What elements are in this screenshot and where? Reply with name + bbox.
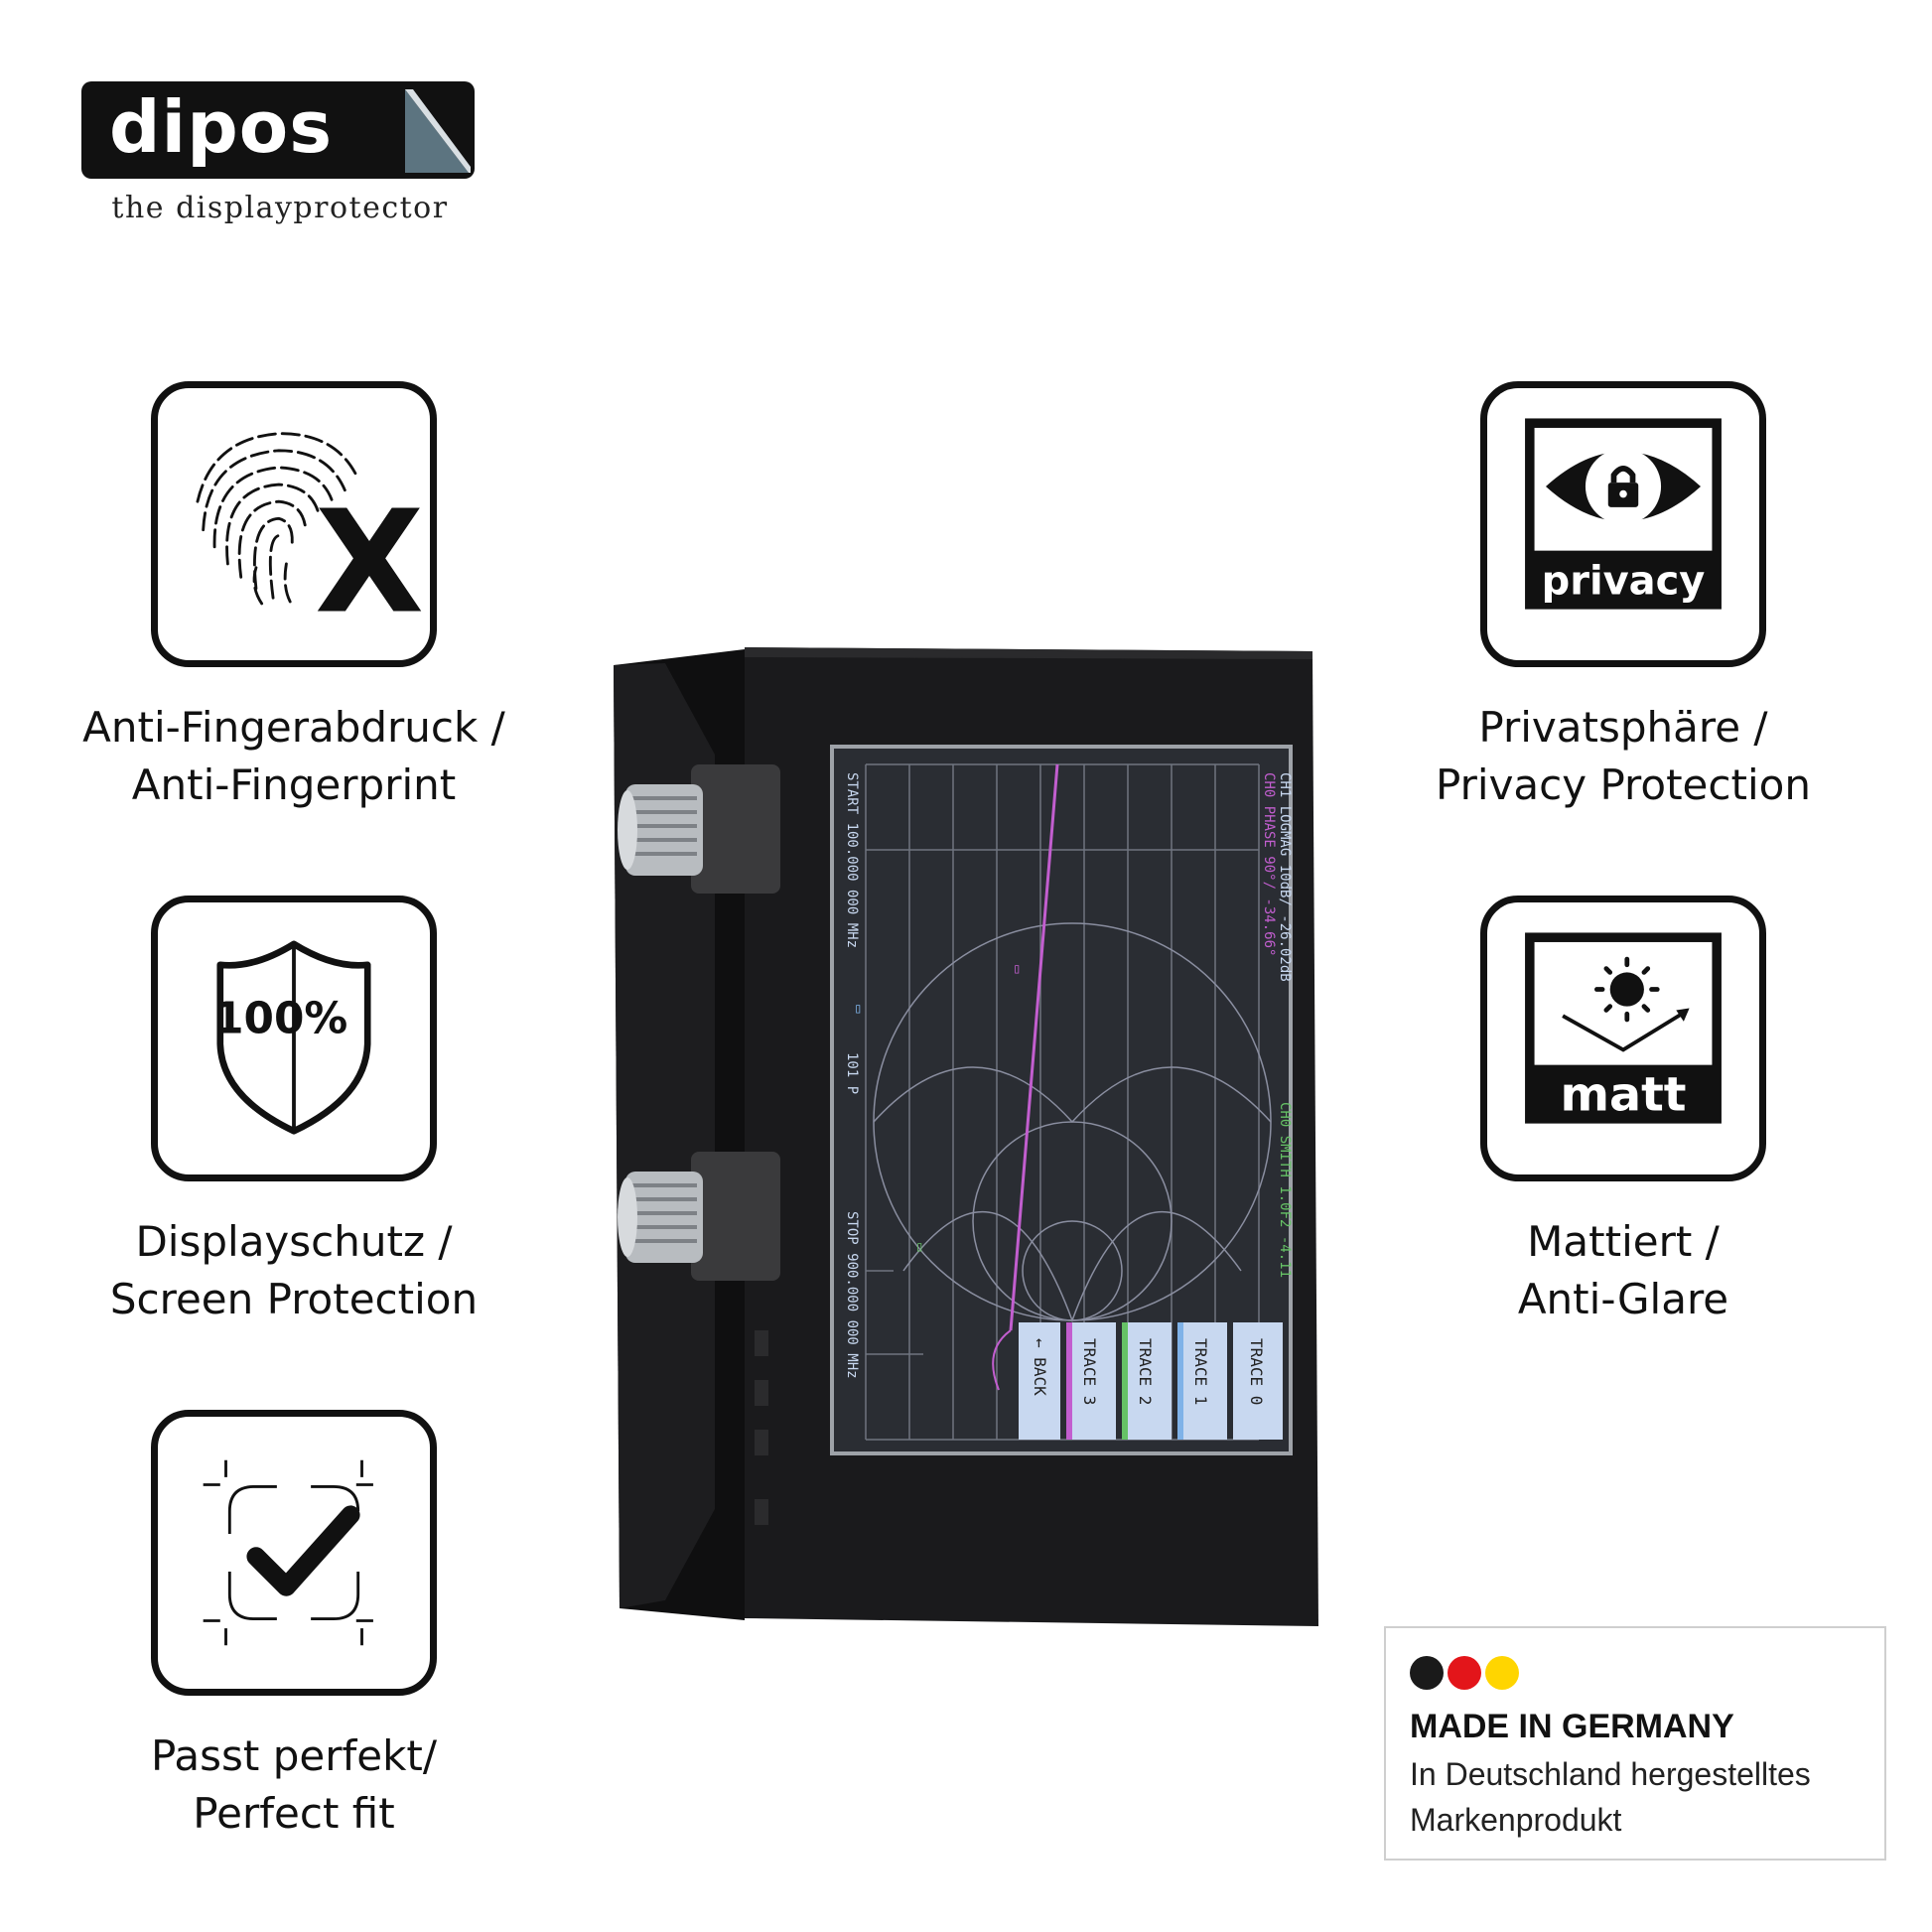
- readout-start: START 100.000 000 MHz: [844, 772, 860, 948]
- logo-corner-icon: [405, 89, 471, 173]
- feature-label-en: Perfect fit: [193, 1789, 395, 1838]
- feature-label: Displayschutz / Screen Protection: [36, 1213, 552, 1328]
- feature-label-de: Displayschutz /: [135, 1217, 453, 1266]
- feature-label: Passt perfekt/ Perfect fit: [36, 1727, 552, 1843]
- logo-tagline: the displayprotector: [111, 191, 449, 225]
- shield-100-icon: 100%: [213, 940, 371, 1135]
- menu-label: TRACE 2: [1136, 1338, 1155, 1405]
- readout-top2: CH0 PHASE 90°/ -34.66°: [1261, 772, 1277, 956]
- trace-marker: ▯: [854, 1001, 862, 1017]
- menu-label: TRACE 0: [1247, 1338, 1266, 1405]
- matte-badge: matt: [1560, 1067, 1686, 1122]
- device-illustration: ▯ ▯ ▯ CH1 LOGMAG 10dB/ -26.02dB CH0 PHAS…: [614, 647, 1318, 1626]
- feature-label: Privatsphäre / Privacy Protection: [1365, 699, 1881, 814]
- made-in-sub-line2: Markenprodukt: [1410, 1802, 1622, 1838]
- device-photo: ▯ ▯ ▯ CH1 LOGMAG 10dB/ -26.02dB CH0 PHAS…: [606, 635, 1330, 1628]
- screen-menu: [1019, 1322, 1283, 1440]
- feature-label: Anti-Fingerabdruck / Anti-Fingerprint: [36, 699, 552, 814]
- sma-connector-top: [618, 764, 780, 894]
- made-in-germany-badge: MADE IN GERMANY In Deutschland hergestel…: [1384, 1626, 1886, 1861]
- feature-label-en: Privacy Protection: [1436, 760, 1811, 809]
- sma-connector-bottom: [618, 1152, 780, 1281]
- feature-label-en: Screen Protection: [109, 1275, 479, 1323]
- menu-label: TRACE 3: [1080, 1338, 1099, 1405]
- feature-anti-fingerprint: X Anti-Fingerabdruck / Anti-Fingerprint: [36, 381, 552, 814]
- readout-stop: STOP 900.000 000 MHz: [844, 1211, 860, 1379]
- made-in-sub-line1: In Deutschland hergestelltes: [1410, 1756, 1811, 1792]
- privacy-badge: privacy: [1542, 558, 1706, 604]
- feature-tile: [151, 1410, 437, 1696]
- made-in-title: MADE IN GERMANY: [1410, 1708, 1734, 1745]
- shield-badge: 100%: [213, 993, 347, 1043]
- feature-tile: matt: [1480, 896, 1766, 1181]
- made-in-subtitle: In Deutschland hergestelltes Markenprodu…: [1410, 1751, 1876, 1843]
- flag-dot-gold: [1485, 1656, 1519, 1690]
- trace-marker: ▯: [1013, 961, 1021, 977]
- feature-screen-protection: 100% Displayschutz / Screen Protection: [36, 896, 552, 1328]
- feature-label-en: Anti-Glare: [1517, 1275, 1729, 1323]
- flag-dot-red: [1448, 1656, 1481, 1690]
- fingerprint-x-icon: X: [196, 432, 424, 645]
- readout-points: 101 P: [844, 1052, 860, 1094]
- feature-tile: 100%: [151, 896, 437, 1181]
- flag-dot-black: [1410, 1656, 1444, 1690]
- svg-text:X: X: [315, 481, 424, 645]
- trace-marker: ▯: [915, 1239, 923, 1255]
- feature-matte: matt Mattiert / Anti-Glare: [1365, 896, 1881, 1328]
- menu-label: ← BACK: [1031, 1338, 1049, 1396]
- brand-logo: dipos the displayprotector: [81, 81, 479, 230]
- feature-label-de: Privatsphäre /: [1478, 703, 1768, 752]
- sun-reflection-icon: matt: [1525, 932, 1722, 1124]
- feature-label-de: Passt perfekt/: [150, 1731, 438, 1780]
- check-frame-icon: [203, 1459, 373, 1646]
- feature-tile: X: [151, 381, 437, 667]
- eye-lock-icon: privacy: [1525, 418, 1722, 610]
- feature-label-en: Anti-Fingerprint: [131, 760, 457, 809]
- german-flag-dots: [1410, 1656, 1523, 1692]
- menu-button-trace0: [1233, 1322, 1283, 1440]
- feature-tile: privacy: [1480, 381, 1766, 667]
- logo-wordmark: dipos: [109, 85, 334, 169]
- feature-privacy: privacy Privatsphäre / Privacy Protectio…: [1365, 381, 1881, 814]
- feature-label: Mattiert / Anti-Glare: [1365, 1213, 1881, 1328]
- readout-smith: CH0 SMITH 1.0F2 -4.11: [1277, 1102, 1293, 1278]
- feature-perfect-fit: Passt perfekt/ Perfect fit: [36, 1410, 552, 1843]
- feature-label-de: Mattiert /: [1527, 1217, 1720, 1266]
- feature-label-de: Anti-Fingerabdruck /: [82, 703, 505, 752]
- readout-top: CH1 LOGMAG 10dB/ -26.02dB: [1277, 772, 1293, 982]
- menu-label: TRACE 1: [1191, 1338, 1210, 1405]
